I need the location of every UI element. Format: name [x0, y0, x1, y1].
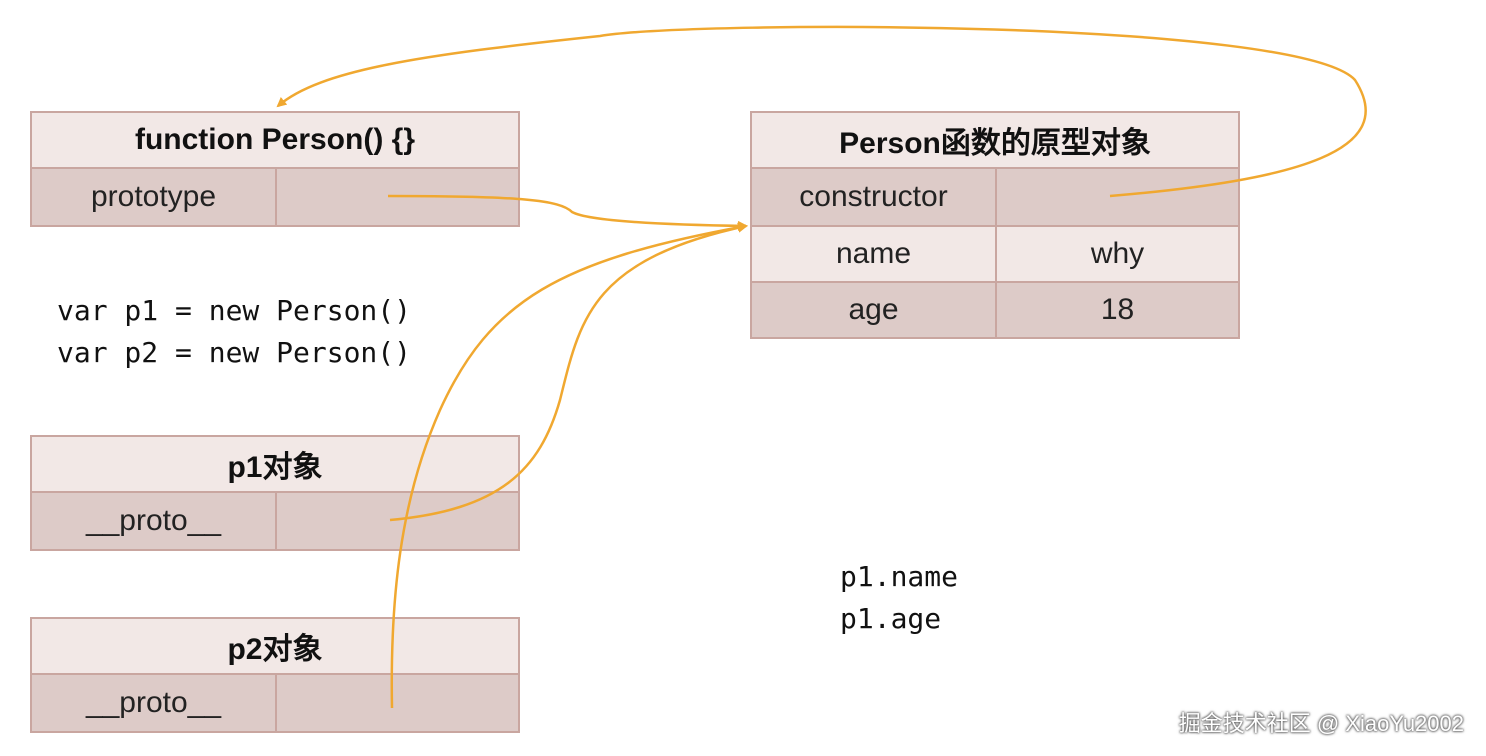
p1-object-box: p1对象 __proto__ [30, 435, 520, 551]
p1-proto-value [275, 493, 518, 549]
code-create: var p1 = new Person() var p2 = new Person… [57, 290, 411, 374]
age-value: 18 [995, 283, 1238, 337]
function-person-title: function Person() {} [32, 113, 518, 169]
age-row: age 18 [752, 281, 1238, 337]
constructor-value [995, 169, 1238, 225]
p1-proto-row: __proto__ [32, 493, 518, 549]
constructor-arrow [276, 25, 1367, 198]
watermark: 掘金技术社区 @ XiaoYu2002 [1178, 711, 1464, 736]
function-person-box: function Person() {} prototype [30, 111, 520, 227]
constructor-key: constructor [799, 180, 948, 213]
p2-proto-value [275, 675, 518, 731]
name-value: why [995, 227, 1238, 281]
code-line-p1: var p1 = new Person() [57, 294, 412, 327]
prototype-object-title: Person函数的原型对象 [752, 113, 1238, 169]
p2-proto-row: __proto__ [32, 675, 518, 731]
age-key: age [848, 293, 899, 326]
prototype-key: prototype [90, 180, 217, 213]
p1-object-title: p1对象 [32, 437, 518, 493]
p2-proto-arrow [390, 222, 748, 709]
p2-object-title: p2对象 [32, 619, 518, 675]
code-line-p2: var p2 = new Person() [57, 336, 412, 369]
code-access: p1.name p1.age [840, 556, 958, 640]
code-line-name: p1.name [840, 560, 959, 593]
p2-proto-key: __proto__ [85, 686, 222, 719]
name-key: name [835, 237, 912, 270]
name-row: name why [752, 225, 1238, 281]
prototype-object-box: Person函数的原型对象 constructor name why age 1… [750, 111, 1240, 339]
prototype-value [275, 169, 518, 225]
prototype-arrow [387, 194, 748, 231]
code-line-age: p1.age [840, 602, 942, 635]
p2-object-box: p2对象 __proto__ [30, 617, 520, 733]
p1-proto-key: __proto__ [85, 504, 222, 537]
constructor-row: constructor [752, 169, 1238, 225]
p1-proto-arrow [389, 222, 748, 522]
